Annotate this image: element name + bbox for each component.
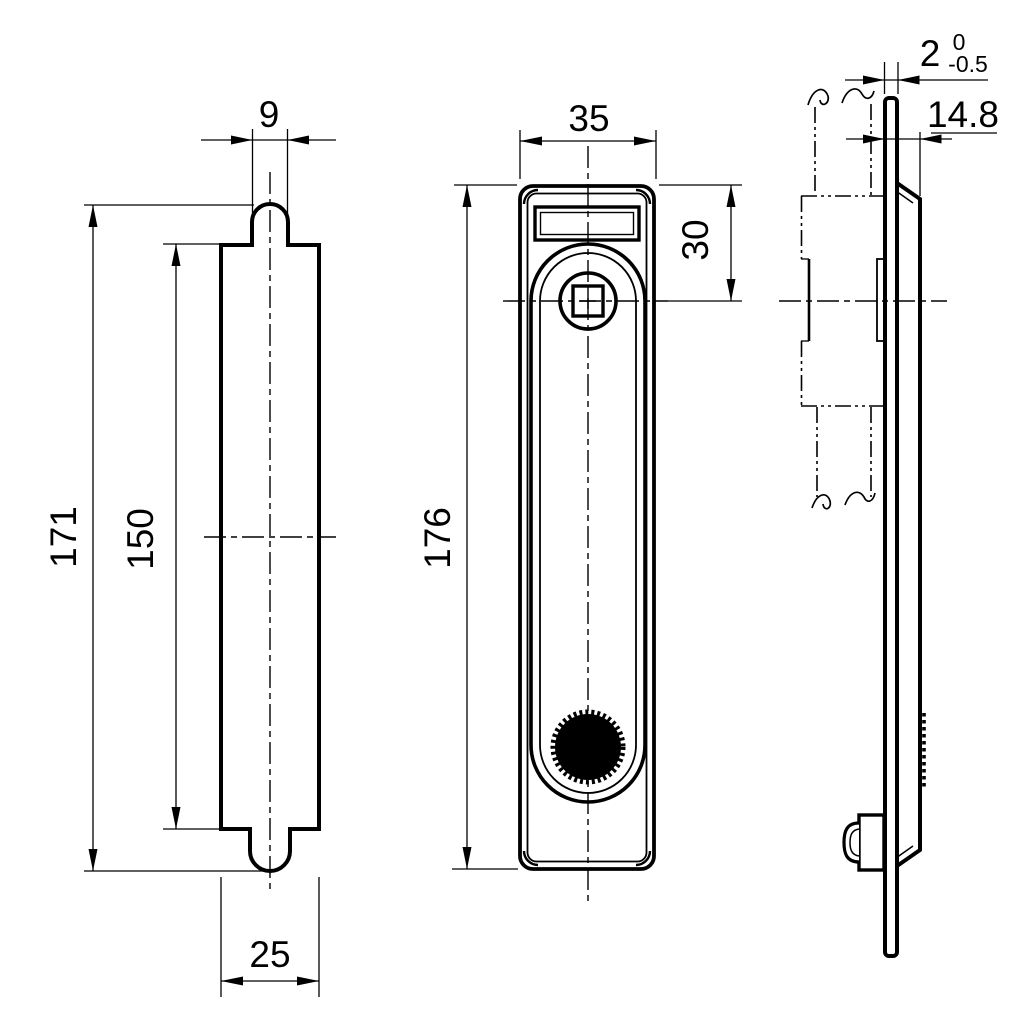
dim-label-150: 150 [120, 508, 161, 570]
handle-recess-outer [529, 242, 647, 804]
dimension-mounting-depth: 14.8 [846, 94, 999, 196]
door-break-line-top [807, 88, 875, 106]
dimension-bar-thickness: 2 0 -0.5 [845, 29, 988, 94]
door-break-line-bottom [811, 491, 876, 510]
handle-side-chamfer-lines [895, 190, 914, 859]
dim-label-9: 9 [259, 94, 280, 135]
dimension-body-length: 150 [120, 243, 220, 830]
dim-label-2: 2 [920, 33, 941, 74]
label-window-inner [539, 211, 635, 236]
corner-arc-bottom-left [522, 850, 539, 867]
dim-label-176: 176 [417, 507, 458, 569]
dimension-body-width: 25 [220, 877, 320, 997]
dim-label-tol-lower: -0.5 [948, 51, 988, 77]
handle-side-profile [895, 181, 922, 868]
dimension-width: 35 [519, 98, 657, 179]
cam-bar-edge [876, 258, 885, 342]
dimension-height: 176 [417, 184, 518, 870]
dimension-overall-length: 171 [43, 204, 269, 872]
dim-label-171: 171 [43, 506, 84, 568]
dimension-tab-width: 9 [201, 94, 336, 221]
corner-arc-bottom-right [635, 850, 652, 867]
corner-arc-top-left [522, 188, 539, 205]
front-view-handle: 35 30 176 [417, 98, 742, 904]
dim-label-tol-upper: 0 [953, 29, 966, 55]
dim-label-25: 25 [249, 934, 290, 975]
dim-label-14-8: 14.8 [927, 94, 999, 135]
rear-view-latch-bar: 9 171 150 25 [43, 94, 336, 997]
escutcheon-outer-outline [518, 184, 656, 871]
latch-bar-edge [883, 96, 899, 958]
side-view-profile: 2 0 -0.5 14.8 [779, 29, 999, 958]
actuator-knob-dome [842, 821, 860, 864]
handle-recess-inner [539, 252, 637, 794]
dim-label-30: 30 [675, 219, 716, 260]
actuator-knob-dome-inner [849, 828, 860, 857]
dim-label-35: 35 [568, 98, 609, 139]
dimension-spindle-offset: 30 [659, 184, 742, 302]
corner-arc-top-right [635, 188, 652, 205]
actuator-knob-body [857, 813, 886, 872]
door-section-phantom [800, 88, 884, 510]
